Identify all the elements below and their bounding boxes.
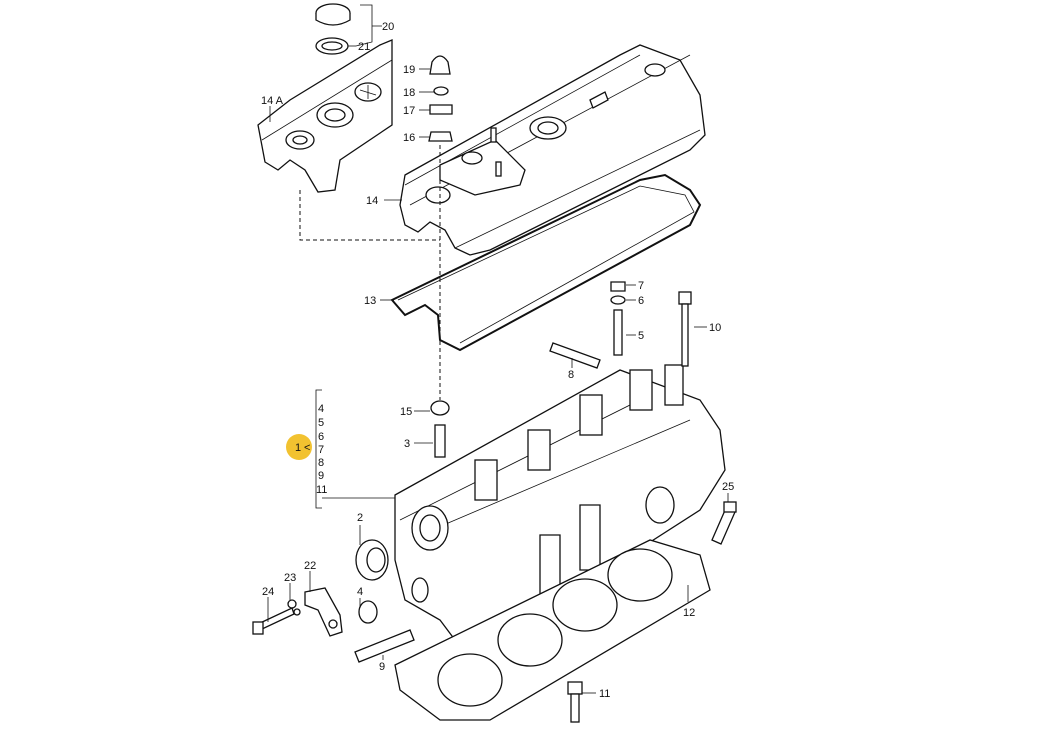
cylinder-head: [394, 364, 726, 641]
callout-labels: 20 21 14 A 19 18 17 16 14 13 7 6 5 10 8 …: [261, 21, 734, 700]
stud-5: [610, 281, 626, 356]
callout-25: 25: [722, 481, 734, 493]
callout-12: 12: [683, 607, 695, 619]
valve-cover-14a: [257, 39, 393, 193]
stud-3: [434, 424, 446, 458]
callout-16: 16: [403, 132, 415, 144]
callout-14: 14: [366, 195, 378, 207]
callout-9: 9: [379, 661, 385, 673]
callout-14a: 14 A: [261, 95, 284, 107]
callout-23: 23: [284, 572, 296, 584]
callout-1: 1: [295, 442, 301, 454]
callout-17: 17: [403, 105, 415, 117]
valve-cover-gasket: [390, 173, 702, 352]
callout-22: 22: [304, 560, 316, 572]
callout-10: 10: [709, 322, 721, 334]
group-1-item: 5: [318, 417, 324, 429]
group-1-item: 9: [318, 470, 324, 482]
washer-23: [287, 599, 301, 616]
sleeve-15: [430, 400, 450, 416]
group-1-item: 4: [318, 403, 324, 415]
plug-seal: [358, 600, 378, 624]
group-1-item: 6: [318, 431, 324, 443]
stud-9: [354, 629, 415, 663]
bolt-11: [567, 681, 583, 723]
callout-3: 3: [404, 438, 410, 450]
group-1-item: 7: [318, 444, 324, 456]
callout-1-bracket-mark: <: [304, 442, 310, 454]
group-1-item: 11: [316, 484, 327, 496]
bolt-25: [711, 501, 737, 545]
oil-filler-cap: [315, 3, 351, 26]
group-1-item: 8: [318, 457, 324, 469]
callout-21: 21: [358, 41, 370, 53]
group-1-list: 4 5 6 7 8 9 11: [316, 403, 327, 496]
callout-20: 20: [382, 21, 394, 33]
cap-seal: [315, 37, 349, 55]
valve-cover-14: [399, 44, 706, 256]
callout-2: 2: [357, 512, 363, 524]
bracket-22: [304, 587, 343, 637]
callout-19: 19: [403, 64, 415, 76]
callout-13: 13: [364, 295, 376, 307]
callout-4: 4: [357, 586, 363, 598]
stud-8: [549, 342, 601, 369]
bolt-24: [252, 607, 295, 635]
cap-nut-stack: [428, 55, 453, 142]
callout-15: 15: [400, 406, 412, 418]
callout-5: 5: [638, 330, 644, 342]
oil-seal: [355, 539, 389, 581]
callout-8: 8: [568, 369, 574, 381]
callout-7: 7: [638, 280, 644, 292]
callout-6: 6: [638, 295, 644, 307]
head-bolt-10: [678, 291, 692, 367]
callout-24: 24: [262, 586, 274, 598]
leader-lines: [267, 68, 729, 694]
callout-18: 18: [403, 87, 415, 99]
callout-1-highlight: [286, 434, 312, 460]
callout-11: 11: [599, 688, 610, 700]
head-gasket: [394, 539, 711, 721]
